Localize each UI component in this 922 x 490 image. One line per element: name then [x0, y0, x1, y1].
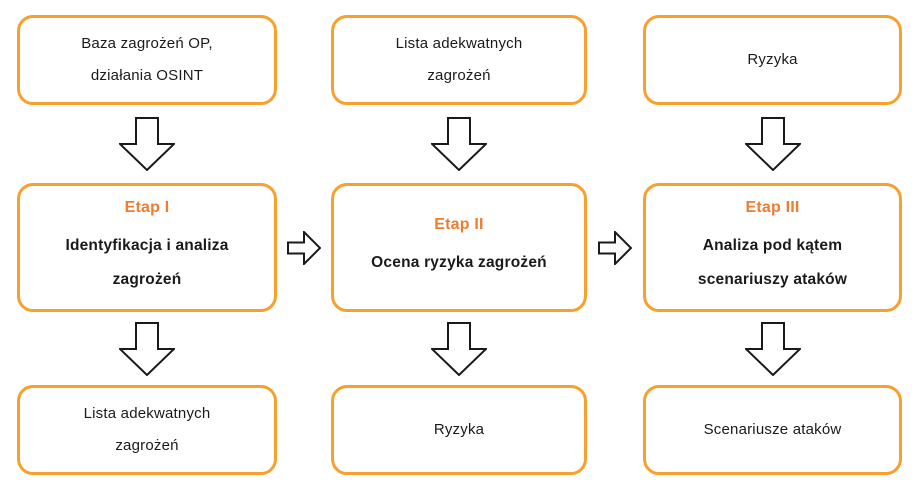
- stage-2-label: Etap II: [434, 215, 484, 233]
- output-box-stage-3: Scenariusze ataków: [643, 385, 902, 475]
- input-box-stage-2-text: Lista adekwatnych zagrożeń: [395, 34, 523, 84]
- output-box-stage-1: Lista adekwatnych zagrożeń: [17, 385, 277, 475]
- input-box-stage-3-text: Ryzyka: [747, 50, 798, 68]
- down-arrow-icon: [17, 312, 277, 385]
- stage-1-label: Etap I: [124, 198, 170, 216]
- down-arrow-icon: [331, 312, 587, 385]
- down-arrow-icon: [331, 105, 587, 183]
- stage-1-title: Identyfikacja i analiza zagrożeń: [65, 237, 229, 289]
- right-arrow-icon: [277, 183, 331, 312]
- stage-2-title: Ocena ryzyka zagrożeń: [371, 254, 547, 272]
- output-box-stage-2: Ryzyka: [331, 385, 587, 475]
- right-arrow-icon: [587, 183, 643, 312]
- input-box-stage-2: Lista adekwatnych zagrożeń: [331, 15, 587, 105]
- stage-box-3: Etap III Analiza pod kątem scenariuszy a…: [643, 183, 902, 312]
- input-box-stage-1: Baza zagrożeń OP, działania OSINT: [17, 15, 277, 105]
- output-box-stage-1-text: Lista adekwatnych zagrożeń: [83, 404, 211, 454]
- output-box-stage-2-text: Ryzyka: [433, 420, 485, 438]
- output-box-stage-3-text: Scenariusze ataków: [703, 420, 842, 438]
- down-arrow-icon: [643, 105, 902, 183]
- stage-3-label: Etap III: [745, 198, 800, 216]
- input-box-stage-1-text: Baza zagrożeń OP, działania OSINT: [81, 34, 213, 84]
- stage-box-1: Etap I Identyfikacja i analiza zagrożeń: [17, 183, 277, 312]
- input-box-stage-3: Ryzyka: [643, 15, 902, 105]
- down-arrow-icon: [17, 105, 277, 183]
- down-arrow-icon: [643, 312, 902, 385]
- stage-box-2: Etap II Ocena ryzyka zagrożeń: [331, 183, 587, 312]
- stage-3-title: Analiza pod kątem scenariuszy ataków: [697, 237, 848, 289]
